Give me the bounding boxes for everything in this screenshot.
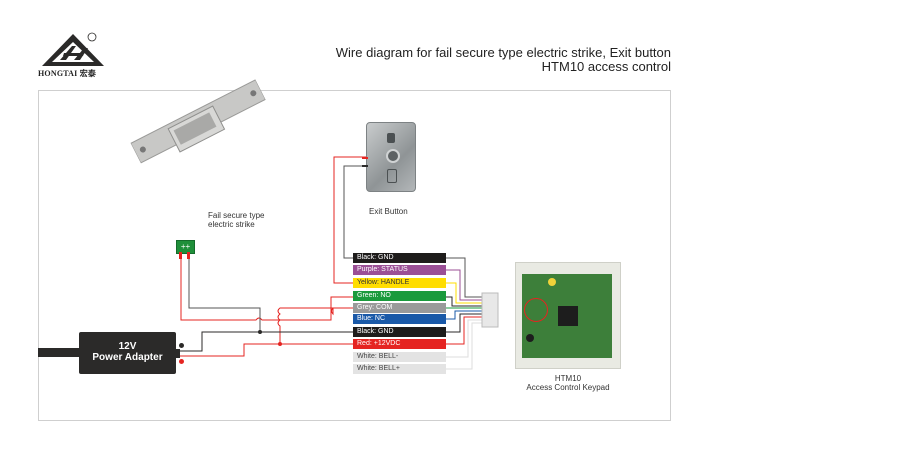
wire-strike-red	[180, 258, 353, 321]
hongtai-logo	[42, 32, 104, 66]
push-button	[386, 149, 400, 163]
wire-tag-blue-nc: Blue: NC	[353, 314, 446, 324]
keypad-name: Access Control Keypad	[526, 383, 610, 392]
wire-adapter-red	[178, 343, 353, 357]
exit-lead-red	[362, 157, 368, 159]
wire-tag-black-gnd-2: Black: GND	[353, 327, 446, 337]
wire-tag-black-gnd: Black: GND	[353, 253, 446, 263]
keypad-label: HTM10 Access Control Keypad	[522, 374, 614, 392]
diagram-frame	[38, 90, 671, 421]
adapter-voltage: 12V	[118, 341, 137, 352]
wire-tag-yellow-handle: Yellow: HANDLE	[353, 278, 446, 288]
diagram-title: Wire diagram for fail secure type electr…	[336, 46, 671, 74]
wire-adapter-black	[178, 331, 353, 352]
keypad-circuit-board	[522, 274, 612, 358]
microchip	[558, 306, 578, 326]
junction-black	[258, 330, 262, 334]
wire-exit-red	[333, 156, 366, 284]
strike-label: Fail secure type electric strike	[208, 211, 264, 229]
wire-exit-black	[343, 165, 366, 259]
adapter-plug	[176, 349, 180, 358]
exit-lead-black	[362, 165, 368, 167]
capacitor	[548, 278, 556, 286]
strike-label-line-2: electric strike	[208, 220, 255, 229]
title-line-1: Wire diagram for fail secure type electr…	[335, 45, 671, 60]
keypad-model: HTM10	[554, 374, 582, 383]
terminal-pin	[187, 252, 190, 259]
wire-strike-black	[188, 258, 261, 332]
junction-red	[278, 342, 282, 346]
wire-tag-grey-com: Grey: COM	[353, 303, 446, 313]
brand-name: HONGTAI 宏泰	[38, 68, 96, 79]
power-adapter: 12V Power Adapter	[79, 332, 176, 374]
exit-button-label: Exit Button	[369, 207, 408, 216]
hand-icon	[387, 169, 397, 183]
strike-terminal-block: ++	[176, 240, 195, 254]
brand-text-cn: 宏泰	[79, 69, 97, 78]
negative-terminal-icon	[179, 343, 184, 348]
wire-tag-green-no: Green: NO	[353, 291, 446, 301]
brand-text: HONGTAI	[38, 69, 78, 78]
wire-connector	[481, 292, 499, 328]
wire-tag-red-12vdc: Red: +12VDC	[353, 339, 446, 349]
door-icon	[387, 133, 395, 143]
wire-tag-white-bell-plus: White: BELL+	[353, 364, 446, 374]
buzzer	[526, 334, 534, 342]
electric-strike-image	[130, 79, 267, 164]
connector-highlight	[524, 298, 548, 322]
wire-com-red	[277, 307, 353, 344]
wire-tag-white-bell-minus: White: BELL-	[353, 352, 446, 362]
terminal-pin	[179, 252, 182, 259]
adapter-name: Power Adapter	[92, 352, 163, 363]
wire-tag-purple-status: Purple: STATUS	[353, 265, 446, 275]
positive-terminal-icon	[179, 359, 184, 364]
adapter-cable	[38, 348, 80, 357]
title-line-2: HTM10 access control	[541, 59, 671, 74]
strike-label-line-1: Fail secure type	[208, 211, 265, 220]
exit-button-image	[366, 122, 416, 192]
